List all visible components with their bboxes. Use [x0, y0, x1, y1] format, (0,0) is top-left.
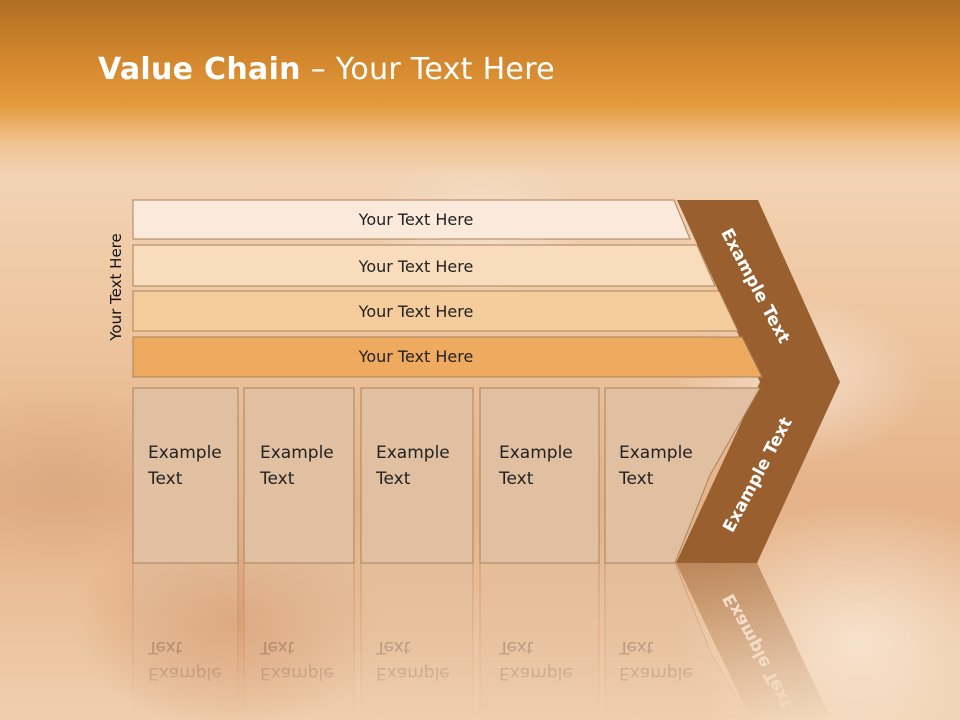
bar-2-label: Your Text Here [358, 257, 474, 276]
box-1-line2: Text [147, 469, 183, 489]
slide-title: Value Chain – Your Text Here [98, 52, 555, 87]
box-2-line2: Text [259, 469, 295, 489]
box-5-line2: Text [618, 469, 654, 489]
title-bold: Value Chain [98, 52, 301, 87]
svg-text:Example: Example [260, 663, 334, 683]
box-1-line1: Example [148, 443, 222, 463]
box-4-line2: Text [498, 469, 534, 489]
svg-text:Text: Text [375, 637, 411, 657]
box-3 [360, 387, 474, 564]
svg-text:Text: Text [259, 637, 295, 657]
box-4-line1: Example [499, 443, 573, 463]
svg-text:Example: Example [148, 663, 222, 683]
chevron-arrow [676, 200, 840, 563]
box-3-line1: Example [376, 443, 450, 463]
box-2-line1: Example [260, 443, 334, 463]
bar-4-label: Your Text Here [358, 347, 474, 366]
svg-text:Example: Example [619, 663, 693, 683]
bar-1-label: Your Text Here [358, 210, 474, 229]
reflection: Example Text Example Text Example Text Exam… [132, 562, 832, 720]
box-3-line2: Text [375, 469, 411, 489]
title-rest: – Your Text Here [300, 52, 555, 87]
svg-text:Text: Text [147, 637, 183, 657]
bar-4 [132, 336, 763, 378]
bar-3 [132, 290, 739, 332]
box-2 [243, 387, 355, 564]
svg-text:Text: Text [618, 637, 654, 657]
bar-3-label: Your Text Here [358, 302, 474, 321]
bar-2 [132, 244, 716, 287]
header-band [0, 0, 960, 175]
box-5 [604, 387, 761, 564]
svg-text:Example: Example [499, 663, 573, 683]
svg-text:Example: Example [376, 663, 450, 683]
bar-1 [132, 199, 691, 240]
svg-text:Text: Text [498, 637, 534, 657]
box-1 [132, 387, 239, 564]
box-4 [479, 387, 600, 564]
box-5-line1: Example [619, 443, 693, 463]
